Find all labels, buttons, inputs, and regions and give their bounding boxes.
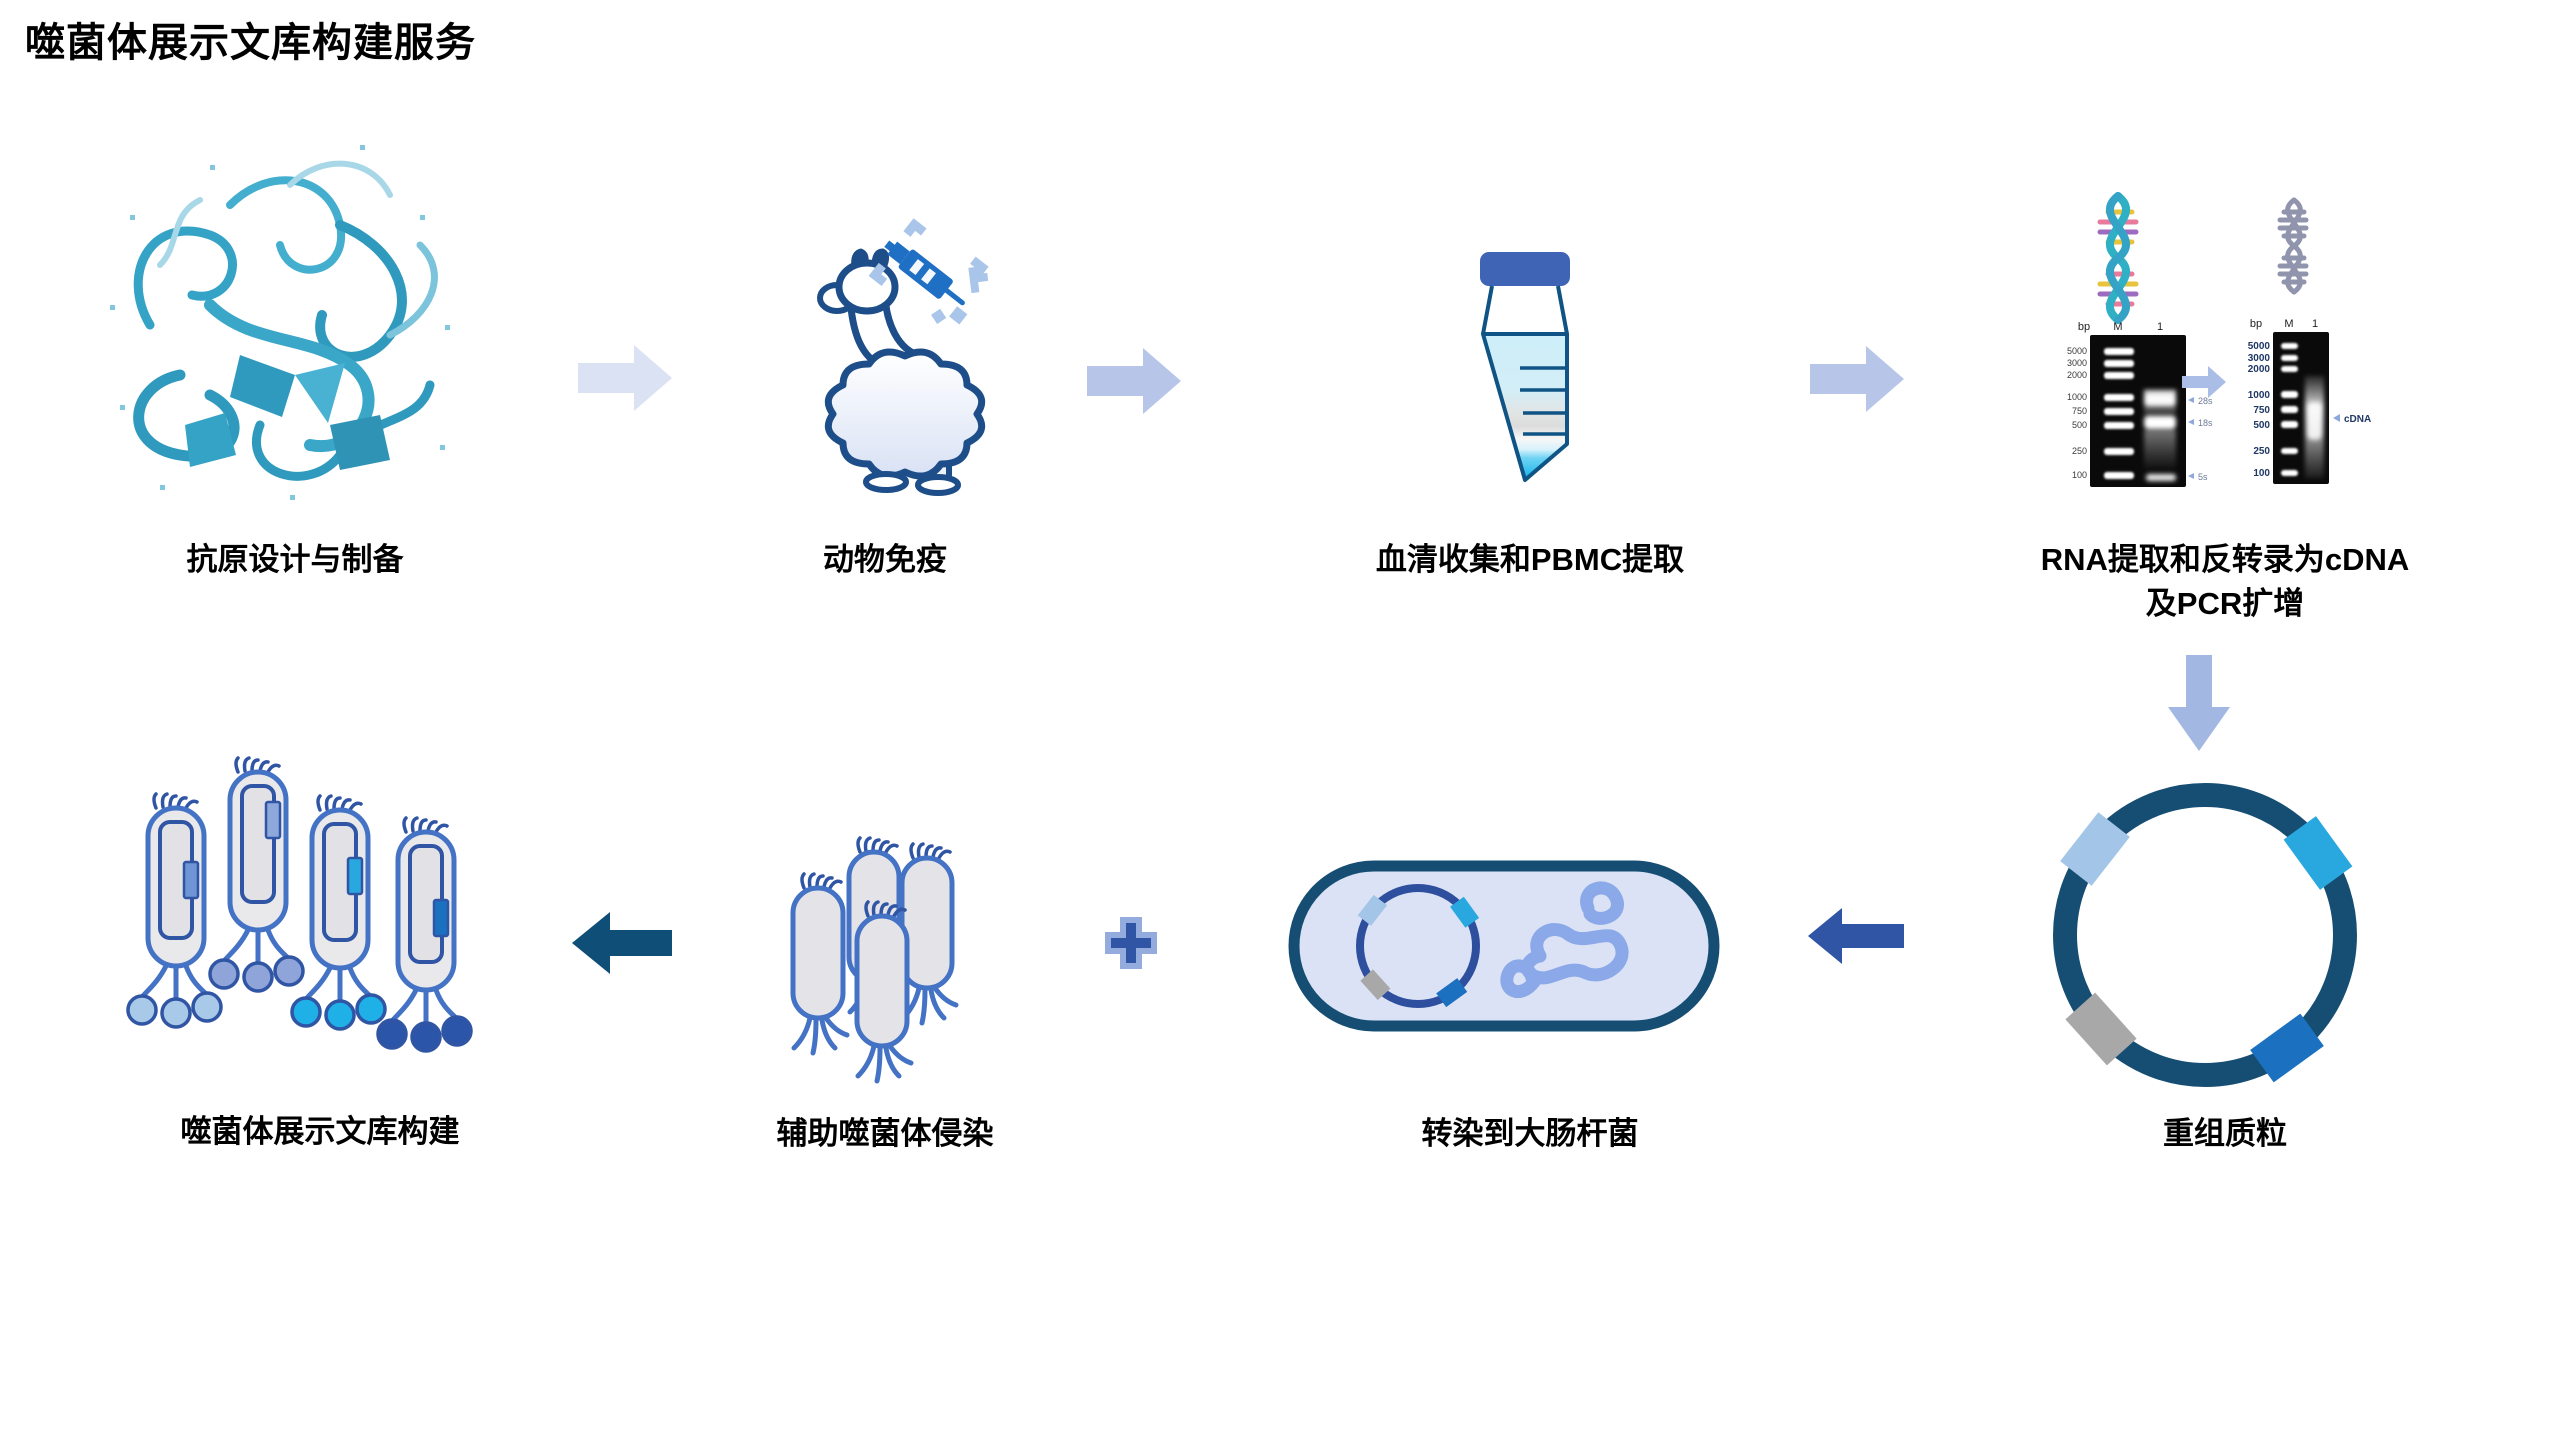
arrow-right-icon [1087,348,1181,414]
label-serum: 血清收集和PBMC提取 [1375,542,1685,577]
ladder-label: 750 [2072,406,2087,416]
ladder-label: 500 [2253,420,2270,431]
gel-header-m: M [2113,321,2122,333]
gel-electrophoresis-left: bp M 1 5000 3 [2067,321,2213,487]
label-rna-line1: RNA提取和反转录为cDNA [2040,542,2410,577]
ladder-label: 1000 [2067,392,2087,402]
marker-cdna: cDNA [2344,414,2371,425]
helper-phage-icon [775,833,1065,1098]
ladder-label: 100 [2072,470,2087,480]
ladder-label: 750 [2253,405,2270,416]
llama-icon [817,218,989,496]
marker-18s: 18s [2198,418,2213,428]
ladder-label: 5000 [2248,341,2271,352]
rna-to-cdna-panel: bp M 1 5000 3 [2067,192,2371,487]
marker-5s: 5s [2198,472,2208,482]
ladder-label: 250 [2072,446,2087,456]
gel-header-bp: bp [2078,321,2090,333]
ladder-label: 500 [2072,420,2087,430]
page-title: 噬菌体展示文库构建服务 [25,21,476,65]
label-plasmid: 重组质粒 [2163,1116,2287,1151]
arrow-left-icon [572,912,672,974]
plus-icon [1105,917,1157,969]
gel-header-m: M [2284,318,2293,330]
label-immunization: 动物免疫 [823,542,947,577]
antigen-protein-icon [110,145,450,500]
display-phage [376,816,473,1053]
ladder-label: 2000 [2248,364,2271,375]
ecoli-icon [1288,860,1720,1032]
display-phage [208,756,305,993]
centrifuge-tube-icon [1480,252,1570,482]
gel-header-lane1: 1 [2157,321,2163,333]
marker-28s: 28s [2198,396,2213,406]
label-rna: RNA提取和反转录为cDNA 及PCR扩增 [1975,538,2475,626]
label-library: 噬菌体展示文库构建 [180,1114,460,1149]
ladder-label: 100 [2253,468,2270,479]
dna-helix-icon [2277,197,2309,295]
ladder-label: 3000 [2248,353,2271,364]
rna-helix-icon [2097,192,2139,324]
plasmid-inside-icon [1356,884,1480,1008]
chromosome-squiggle-icon [1500,881,1629,998]
ladder-label: 2000 [2067,370,2087,380]
syringe-icon [868,218,989,325]
gel-header-lane1: 1 [2312,318,2318,330]
display-phage [290,794,387,1031]
label-rna-line2: 及PCR扩增 [2145,586,2305,621]
ladder-label: 5000 [2067,346,2087,356]
ladder-label: 3000 [2067,358,2087,368]
arrow-left-icon [1808,908,1904,964]
arrow-down-icon [2168,655,2230,751]
ladder-label: 1000 [2248,390,2271,401]
label-ecoli: 转染到大肠杆菌 [1421,1116,1639,1151]
label-antigen: 抗原设计与制备 [186,542,404,577]
arrow-right-icon [2182,366,2226,398]
arrow-right-icon [1810,346,1904,412]
plasmid-icon [2053,783,2357,1087]
gel-header-bp: bp [2250,318,2262,330]
display-phage [126,792,223,1029]
label-helper: 辅助噬菌体侵染 [776,1116,994,1151]
arrow-right-icon [578,345,672,411]
phage-display-icon [126,756,473,1053]
ladder-label: 250 [2253,446,2270,457]
gel-electrophoresis-right: bp M 1 5000 3000 2000 10 [2248,318,2371,484]
